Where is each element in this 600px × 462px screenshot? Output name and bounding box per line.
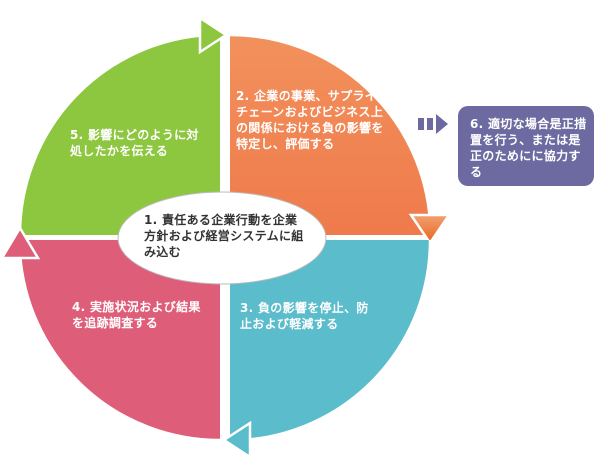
step1-label: 1. 責任ある企業行動を企業方針および経営システムに組み込む (144, 212, 306, 260)
step4-text: 実施状況および結果を追跡調査する (72, 300, 201, 330)
quadrant-2-arrow-line (229, 33, 432, 223)
center-ellipse (117, 191, 327, 285)
step5-label: 5. 影響にどのように対処したかを伝える (70, 127, 200, 159)
step6-box: 6. 適切な場合是正措置を行う、または是正のためにに協力する (458, 106, 594, 186)
step3-number: 3. (240, 301, 254, 315)
step2-label: 2. 企業の事業、サプライチェーンおよびビジネス上の関係における負の影響を特定し… (236, 88, 384, 152)
step3-text: 負の影響を停止、防止および軽減する (240, 301, 369, 331)
step1-text: 責任ある企業行動を企業方針および経営システムに組み込む (144, 213, 304, 259)
step6-pointer-arrow (418, 114, 448, 134)
step6-text: 適切な場合是正措置を行う、または是正のためにに協力する (470, 117, 587, 179)
quadrant-4-arrow-head (0, 225, 41, 260)
step2-text: 企業の事業、サプライチェーンおよびビジネス上の関係における負の影響を特定し、評価… (236, 89, 384, 151)
step6-number: 6. (470, 117, 484, 131)
quadrant-3-arrow-head (221, 420, 252, 460)
quadrant-5-arrow-head (198, 15, 229, 55)
quadrant-5-arrow-line (18, 33, 209, 236)
step2-number: 2. (236, 89, 250, 103)
step1-number: 1. (144, 213, 158, 227)
step5-number: 5. (70, 128, 84, 142)
quadrant-2 (229, 33, 452, 246)
quadrant-5-fill (20, 35, 220, 235)
quadrant-3 (221, 239, 432, 460)
quadrant-4-fill (20, 240, 220, 440)
step6-label: 6. 適切な場合是正措置を行う、または是正のためにに協力する (470, 116, 588, 180)
quadrant-4-arrow-line (18, 251, 221, 442)
step5-text: 影響にどのように対処したかを伝える (70, 128, 199, 158)
quadrant-2-arrow-head (408, 213, 452, 246)
quadrant-2-fill (230, 35, 430, 235)
quadrant-3-fill (230, 240, 430, 440)
quadrant-4 (0, 225, 221, 442)
quadrant-5 (18, 15, 229, 236)
step4-label: 4. 実施状況および結果を追跡調査する (72, 299, 202, 331)
step3-label: 3. 負の影響を停止、防止および軽減する (240, 300, 378, 332)
quadrant-3-arrow-line (241, 239, 432, 442)
step4-number: 4. (72, 300, 86, 314)
